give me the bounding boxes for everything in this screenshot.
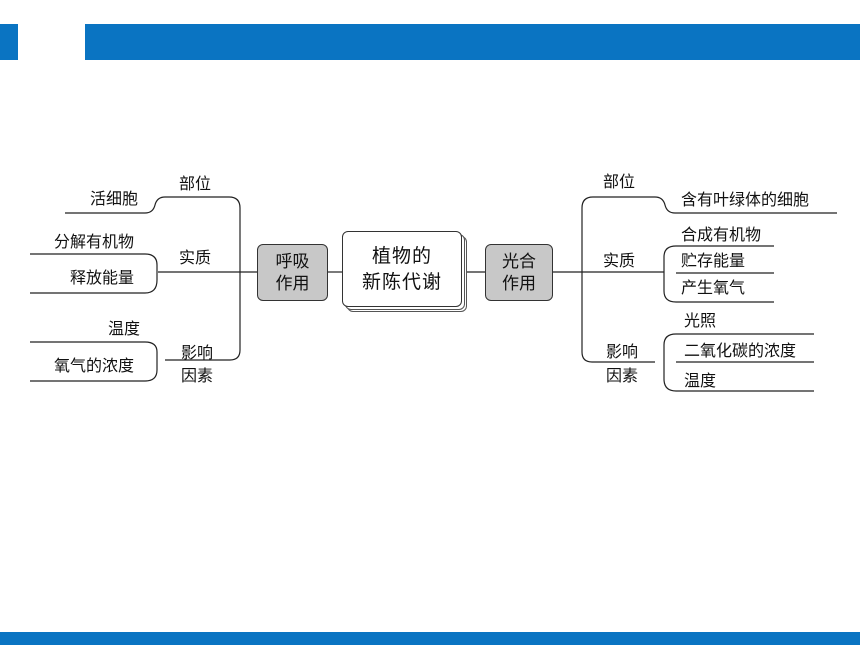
photo-factors-item-2: 二氧化碳的浓度: [684, 341, 797, 360]
center-topic-line1: 植物的: [371, 245, 432, 267]
respiration-line2: 作用: [275, 273, 310, 294]
photo-factors-label-1: 影响: [606, 342, 639, 361]
photo-site-label: 部位: [603, 172, 636, 191]
resp-essence-label: 实质: [179, 248, 212, 267]
footer-bar: [0, 632, 860, 645]
resp-factors-item-2: 氧气的浓度: [54, 356, 135, 375]
photo-essence-item-3: 产生氧气: [681, 278, 746, 297]
connector-resp-factors: [165, 272, 241, 361]
photosynthesis-line2: 作用: [502, 273, 536, 294]
connector-resp-factors-brace: [30, 341, 158, 382]
resp-essence-item-2: 释放能量: [70, 268, 135, 287]
photo-factors-label-2: 因素: [606, 366, 639, 385]
photo-site-item: 含有叶绿体的细胞: [681, 190, 810, 209]
center-topic-box: 植物的 新陈代谢: [342, 231, 462, 307]
photo-factors-item-1: 光照: [684, 311, 717, 330]
photosynthesis-line1: 光合: [502, 251, 536, 272]
connector-photo-factors: [581, 272, 655, 363]
header-bar-left: [0, 24, 18, 60]
connector-resp-essence-brace: [30, 253, 158, 294]
connector-resp-site: [65, 196, 241, 272]
resp-factors-item-1: 温度: [108, 319, 141, 338]
photo-essence-item-2: 贮存能量: [681, 251, 746, 270]
resp-essence-item-1: 分解有机物: [54, 232, 135, 251]
resp-factors-label-1: 影响: [181, 343, 214, 362]
photo-essence-label: 实质: [603, 251, 636, 270]
resp-site-item: 活细胞: [90, 189, 139, 208]
photo-essence-item-1: 合成有机物: [681, 225, 762, 244]
photo-factors-item-3: 温度: [684, 371, 717, 390]
respiration-box: 呼吸 作用: [257, 244, 328, 301]
resp-factors-label-2: 因素: [181, 366, 214, 385]
photosynthesis-box: 光合 作用: [485, 244, 553, 301]
header-bar: [85, 24, 860, 60]
respiration-line1: 呼吸: [275, 251, 310, 272]
center-topic-line2: 新陈代谢: [361, 271, 442, 293]
connector-photo-site: [581, 196, 837, 272]
resp-site-label: 部位: [179, 174, 212, 193]
connector-photo-factors-brace: [663, 333, 814, 392]
connector-photo-essence-brace: [663, 245, 774, 303]
